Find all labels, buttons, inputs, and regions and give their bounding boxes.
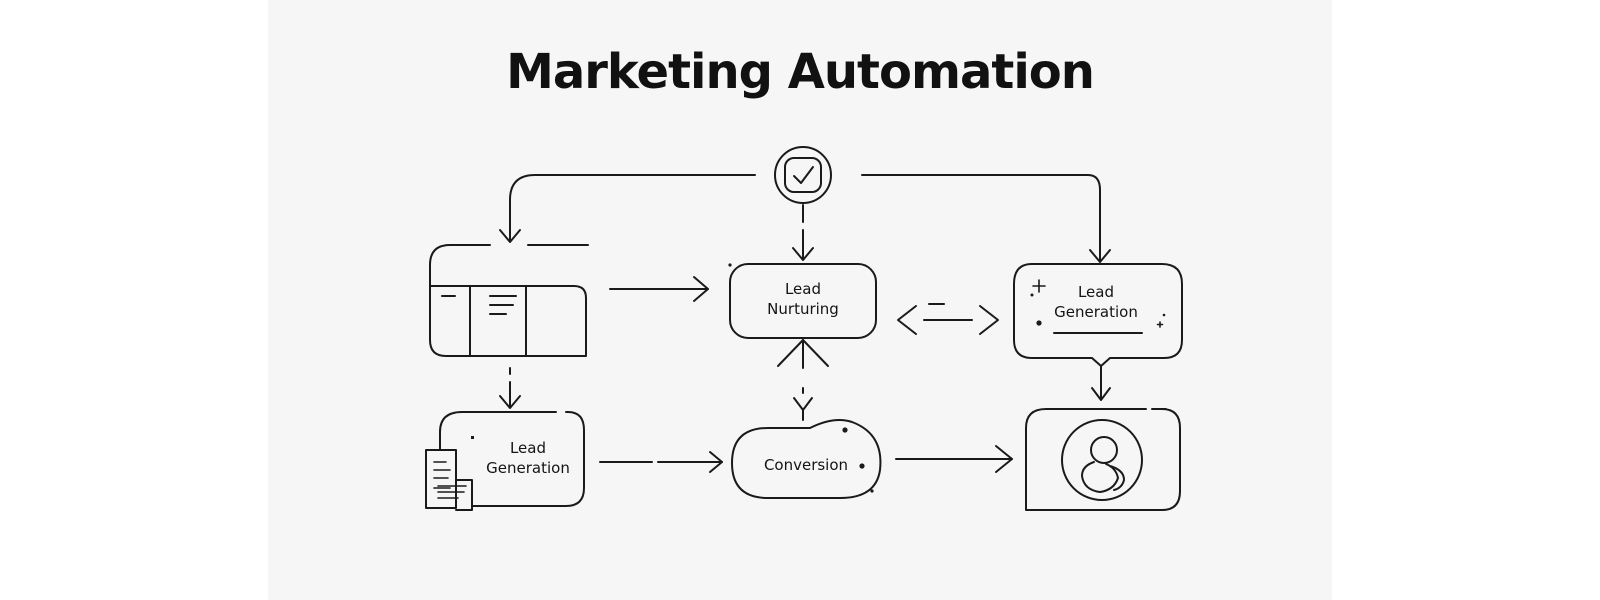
connector-generation-to-contact: [1091, 365, 1111, 401]
connector-into-conversion: [793, 387, 813, 421]
connector-table-to-generation: [499, 367, 521, 409]
generation-left-label-line2: Generation: [486, 459, 570, 477]
connector-table-to-nurturing: [609, 276, 709, 302]
conversion-label-text: Conversion: [763, 456, 849, 474]
generation-right-label: Lead Generation: [1030, 282, 1162, 322]
diagram-title: Marketing Automation: [506, 44, 1095, 100]
sparkle-dot: [728, 263, 732, 267]
contact-node: [1025, 408, 1181, 511]
connector-generation-to-conversion: [599, 451, 723, 473]
generation-left-node: [439, 411, 585, 507]
conversion-node: [731, 419, 882, 499]
document-icon: [425, 449, 473, 511]
nurturing-node: [729, 263, 877, 339]
connector-conversion-to-contact: [895, 445, 1013, 473]
table-icon: [429, 244, 589, 357]
nurturing-label-line2: Nurturing: [767, 300, 839, 318]
connector-up-to-nurturing: [777, 339, 829, 369]
diagram-canvas: [268, 0, 1332, 600]
nurturing-label-line1: Lead: [784, 280, 822, 298]
generation-left-label: Lead Generation: [474, 438, 582, 478]
generation-right-label-line1: Lead: [1077, 283, 1115, 301]
generation-left-label-line1: Lead: [509, 439, 547, 457]
generation-right-label-line2: Generation: [1054, 303, 1138, 321]
user-icon: [1061, 419, 1143, 501]
generation-right-node: [1013, 263, 1183, 367]
connector-badge-to-nurturing: [792, 204, 814, 261]
check-badge-icon: [774, 146, 832, 204]
conversion-label: Conversion: [752, 455, 860, 475]
connector-badge-to-generation: [861, 174, 1111, 263]
connector-badge-to-table: [499, 174, 756, 243]
connector-nurturing-generation: [897, 303, 999, 335]
nurturing-label: Lead Nurturing: [730, 279, 876, 319]
